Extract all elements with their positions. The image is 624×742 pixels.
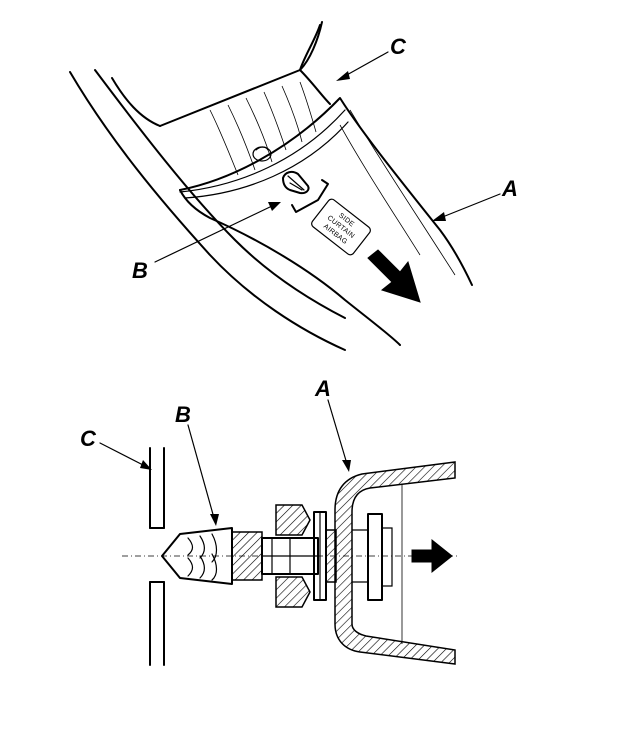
trim-a-section: [334, 461, 456, 665]
label-b-section: B: [175, 402, 191, 427]
leader-b-top-arrowhead: [268, 202, 281, 211]
clip-b-section: [161, 504, 337, 608]
clip-b-top: [252, 146, 329, 213]
pull-direction-arrow-section: [411, 538, 453, 574]
label-c-top: C: [390, 34, 407, 59]
leader-c-top: [344, 51, 389, 77]
leader-c-top-arrowhead: [336, 71, 350, 81]
label-a-section: A: [314, 376, 331, 401]
label-c-section: C: [80, 426, 97, 451]
leader-c-section-arrowhead: [140, 460, 152, 470]
pull-direction-arrow-top: [367, 249, 421, 303]
top-view: SIDE CURTAIN AIRBAG C A B: [69, 21, 518, 351]
leader-b-top: [154, 205, 273, 263]
label-a-top: A: [501, 176, 518, 201]
leader-a-top: [439, 193, 501, 219]
leader-b-section: [187, 424, 215, 519]
body-panel-c: [149, 447, 165, 666]
leader-b-section-arrowhead: [210, 514, 219, 526]
leader-c-section: [99, 442, 146, 467]
leader-a-section: [327, 399, 348, 465]
leader-a-top-arrowhead: [432, 212, 446, 221]
section-view: C B A: [80, 376, 460, 666]
label-b-top: B: [132, 258, 148, 283]
leader-a-section-arrowhead: [342, 460, 351, 472]
airbag-badge: SIDE CURTAIN AIRBAG: [311, 198, 371, 256]
